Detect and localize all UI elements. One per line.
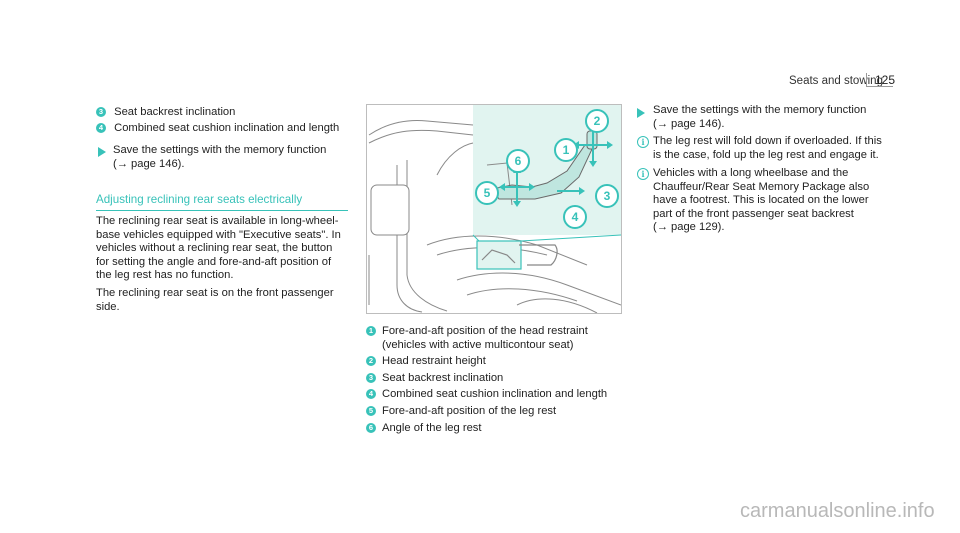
callout-badge: 3: [366, 372, 376, 383]
legend-text-line: Fore-and-aft position of the head restra…: [382, 325, 588, 337]
paragraph-line: side.: [96, 300, 120, 313]
note-text-line: have a footrest. This is located on the …: [653, 194, 869, 207]
header-title: Seats and stowing: [789, 75, 883, 87]
legend-text-line: Seat backrest inclination: [382, 371, 504, 384]
legend-text-line: Angle of the leg rest: [382, 421, 482, 434]
figure-seat-controls: 1 2 3 4 5 6: [366, 104, 622, 314]
note-text-line: The leg rest will fold down if overloade…: [653, 135, 882, 147]
action-text: Save the settings with the memory functi…: [653, 104, 913, 131]
callout-badge: 4: [366, 389, 376, 400]
info-icon: i: [637, 136, 649, 148]
header-rule: [866, 73, 867, 86]
paragraph-line: the leg rest has no function.: [96, 269, 234, 282]
legend-text-line: Head restraint height: [382, 355, 486, 368]
list-item: 3 Seat backrest inclination: [96, 106, 235, 120]
legend-item: 5 Fore-and-aft position of the leg rest: [366, 405, 636, 419]
paragraph-line: The reclining rear seat is on the front …: [96, 287, 334, 299]
action-text-line: (→ page 146).: [653, 117, 725, 130]
note-text-line: Chauffeur/Rear Seat Memory Package also: [653, 180, 870, 193]
figure-legend: 1 Fore-and-aft position of the head rest…: [366, 325, 636, 438]
paragraph: The reclining rear seat is on the front …: [96, 287, 356, 314]
action-text-line: Save the settings with the memory functi…: [653, 104, 867, 116]
callout-badge: 5: [366, 405, 376, 416]
list-item-text: Combined seat cushion inclination and le…: [114, 122, 340, 134]
legend-item: 4 Combined seat cushion inclination and …: [366, 388, 636, 402]
callout-1: 1: [554, 138, 578, 162]
note-text-line: (→ page 129).: [653, 221, 725, 234]
paragraph-line: The reclining rear seat is available in …: [96, 215, 339, 227]
legend-item: 6 Angle of the leg rest: [366, 422, 636, 436]
legend-item: 3 Seat backrest inclination: [366, 372, 636, 386]
legend-text-line: (vehicles with active multicontour seat): [382, 338, 574, 351]
callout-badge: 1: [366, 326, 376, 336]
list-item-text: Seat backrest inclination: [114, 106, 236, 118]
header-underline: [866, 86, 893, 87]
note-text: Vehicles with a long wheelbase and the C…: [653, 167, 913, 235]
callout-badge: 4: [96, 123, 106, 133]
callout-5: 5: [475, 181, 499, 205]
action-text-line: (→ page 146).: [113, 158, 185, 170]
callout-badge: 3: [96, 107, 106, 117]
callout-3: 3: [595, 184, 619, 208]
legend-text-line: Combined seat cushion inclination and le…: [382, 388, 608, 401]
footer-watermark: carmanualsonline.info: [740, 500, 935, 522]
note-text: The leg rest will fold down if overloade…: [653, 135, 913, 162]
paragraph-line: base vehicles equipped with "Executive s…: [96, 228, 341, 241]
legend-text-line: Fore-and-aft position of the leg rest: [382, 404, 557, 417]
page-number: 125: [875, 73, 896, 87]
list-item: 4 Combined seat cushion inclination and …: [96, 122, 339, 136]
legend-item: 1 Fore-and-aft position of the head rest…: [366, 325, 636, 352]
paragraph-line: vehicles without a reclining rear seat, …: [96, 242, 333, 255]
legend-item: 2 Head restraint height: [366, 355, 636, 369]
action-arrow-icon: [98, 147, 106, 157]
callout-6: 6: [506, 149, 530, 173]
action-text-line: Save the settings with the memory functi…: [113, 144, 327, 156]
note-text-line: part of the front passenger seat backres…: [653, 207, 854, 220]
callout-badge: 6: [366, 422, 376, 433]
section-heading: Adjusting reclining rear seats electrica…: [96, 193, 348, 211]
action-arrow-icon: [637, 108, 645, 118]
paragraph: The reclining rear seat is available in …: [96, 215, 356, 283]
info-icon: i: [637, 168, 649, 180]
paragraph-line: for setting the angle and fore-and-aft p…: [96, 255, 332, 268]
callout-2: 2: [585, 109, 609, 133]
callout-badge: 2: [366, 356, 376, 367]
callout-4: 4: [563, 205, 587, 229]
note-text-line: Vehicles with a long wheelbase and the: [653, 167, 849, 179]
note-text-line: is the case, fold up the leg rest and en…: [653, 148, 879, 161]
